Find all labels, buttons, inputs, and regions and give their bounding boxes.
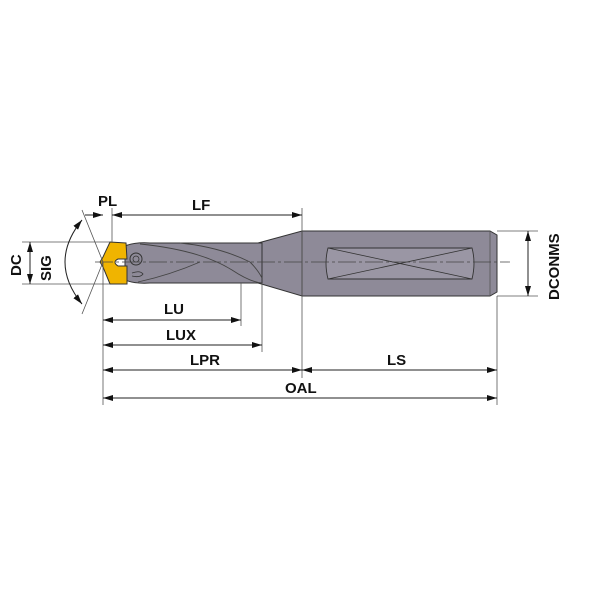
label-dconms: DCONMS xyxy=(546,233,563,300)
label-ls: LS xyxy=(387,352,406,369)
dimension-lines xyxy=(27,212,531,401)
neck-taper xyxy=(257,230,303,297)
insert-tip xyxy=(99,241,128,285)
label-lpr: LPR xyxy=(190,352,220,369)
label-lux: LUX xyxy=(166,327,196,344)
label-dc: DC xyxy=(8,254,25,276)
label-lu: LU xyxy=(164,301,184,318)
screw-icon xyxy=(129,252,143,266)
shank xyxy=(301,230,498,297)
fluted-body xyxy=(124,242,263,284)
label-pl: PL xyxy=(98,193,117,210)
label-oal: OAL xyxy=(285,380,317,397)
extension-lines xyxy=(22,208,538,405)
shank-flat xyxy=(325,247,475,280)
label-sig: SIG xyxy=(38,255,55,281)
label-lf: LF xyxy=(192,197,210,214)
